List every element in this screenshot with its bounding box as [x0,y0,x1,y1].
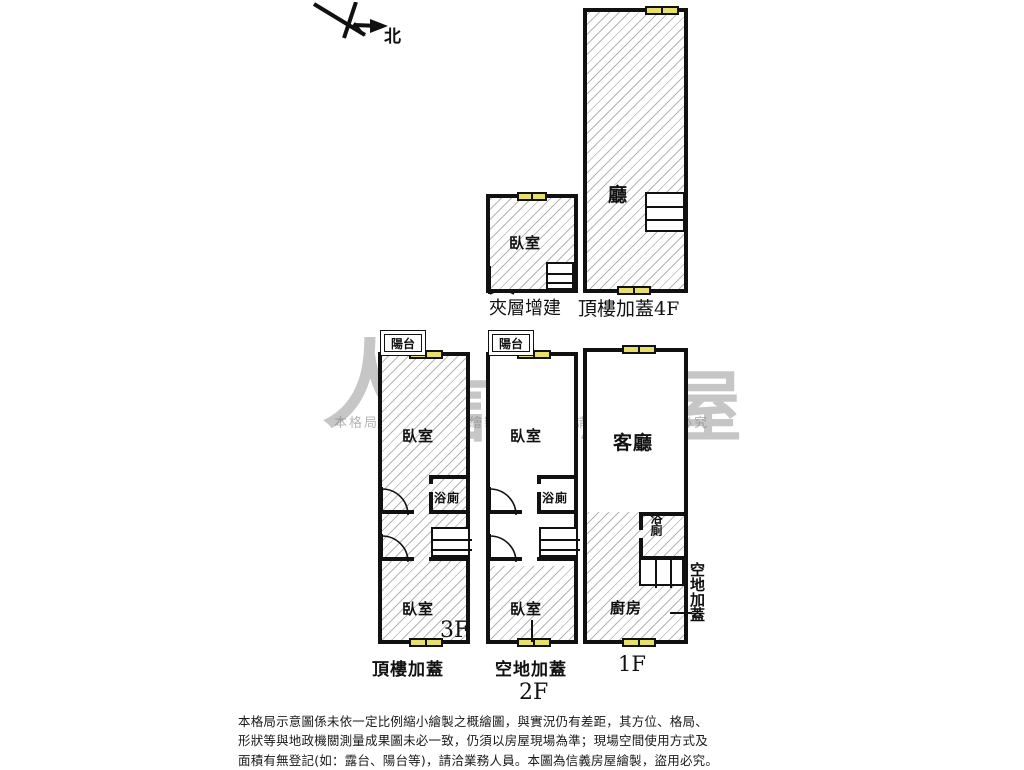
north-arrow-icon [312,2,388,39]
disclaimer-line-3: 面積有無登記(如：露台、陽台等)，請洽業務人員。本圖為信義房屋繪製，盜用必究。 [238,752,719,768]
room-label-bedroom-2f-lower: 臥室 [510,600,543,618]
unit-3f-outline [378,352,470,644]
room-label-hall-4f: 廳 [608,184,629,206]
wall-3f-corridor-lower [382,557,414,561]
door-3f-lower [380,534,410,563]
wall-2f-lower-right [537,557,578,561]
window-4f-bottom [617,286,651,295]
door-2f-lower [488,534,518,563]
door-mezzanine [488,266,516,295]
floor-label-mezzanine: 夾層增建 [489,298,561,319]
window-1f-bottom [622,638,656,647]
disclaimer-line-2: 形狀等與地政機關測量成果圖未必一致，仍須以房屋現場為準；現場空間使用方式及 [238,733,708,749]
window-1f-top [622,345,656,354]
wall-3f-corridor-upper [382,510,414,514]
room-label-bedroom-3f-upper: 臥室 [402,427,435,445]
wall-1f-bath-left-lower [639,538,643,560]
wall-3f-bath-left-lower [429,492,433,514]
wall-3f-bath-bottom [429,510,470,514]
unit-4f-outline [583,8,688,293]
room-label-bathroom-1f: 浴廁 [649,512,663,536]
room-label-living-1f: 客廳 [613,432,654,454]
stairs-1f [639,558,684,588]
wall-2f-corridor-lower [490,557,522,561]
wall-3f-bath-top [429,475,470,479]
room-label-kitchen-1f: 廚房 [610,599,643,617]
room-label-bedroom-mezzanine: 臥室 [509,234,542,252]
wall-3f-bath-left-upper [429,475,433,484]
wall-2f-bath-top [537,475,578,479]
wall-3f-lower-right [429,557,470,561]
wall-1f-bath-left-upper [639,512,643,530]
stairs-4f [645,192,687,232]
disclaimer-line-1: 本格局示意圖係未依一定比例縮小繪製之概繪圖，與實況仍有差距，其方位、格局、 [238,714,708,729]
balcony-2f-label: 陽台 [492,334,530,352]
window-4f-top [645,6,679,15]
wall-2f-bath-bottom [537,510,578,514]
room-label-bedroom-3f-lower: 臥室 [402,600,435,618]
stairs-2f [539,527,580,557]
floor-label-1f: 1F [618,652,646,676]
stairs-3f [431,527,472,557]
balcony-3f: 陽台 [380,330,426,356]
window-mezzanine-top [517,192,547,201]
floor-label-3f: 3F [440,618,470,643]
room-label-bedroom-2f-upper: 臥室 [510,427,543,445]
leader-line-2f [531,620,533,642]
floor-label-2f: 2F [519,680,549,705]
door-2f-upper [488,487,518,516]
stairs-mezzanine [546,262,576,290]
wall-2f-corridor-upper [490,510,522,514]
leader-line-1f [670,612,692,614]
window-3f-bottom [409,638,443,647]
wall-2f-bath-left-lower [537,492,541,514]
floor-label-4f: 頂樓加蓋4F [578,298,680,320]
north-label: 北 [384,27,401,47]
door-3f-upper [380,487,410,516]
room-label-bathroom-2f: 浴廁 [542,491,569,505]
side-caption-1f: 空地加蓋 [688,562,706,622]
caption-3f: 頂樓加蓋 [372,660,444,680]
caption-2f: 空地加蓋 [495,660,567,680]
wall-1f-bath-top [639,512,684,516]
balcony-2f: 陽台 [488,330,534,356]
wall-2f-bath-left-upper [537,475,541,484]
window-2f-bottom [517,638,551,647]
room-label-bathroom-3f: 浴廁 [434,491,461,505]
balcony-3f-label: 陽台 [384,334,422,352]
disclaimer-text: 本格局示意圖係未依一定比例縮小繪製之概繪圖，與實況仍有差距，其方位、格局、 形狀… [238,712,798,770]
